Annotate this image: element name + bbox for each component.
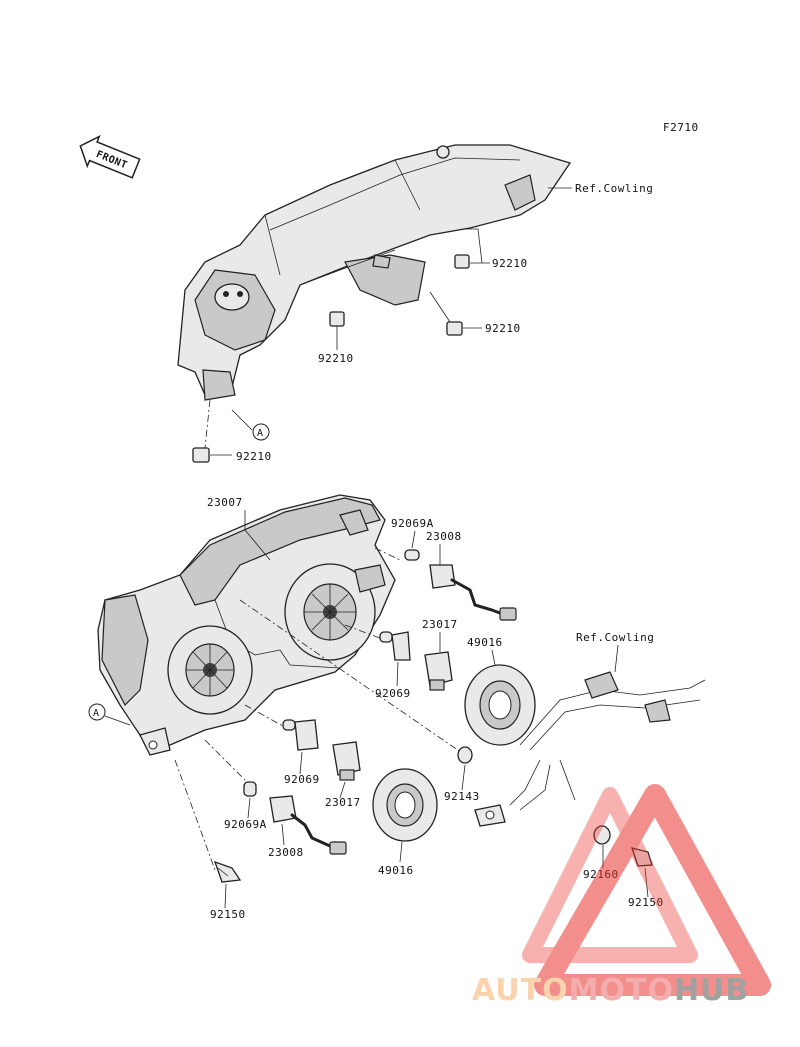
bulb-92069A-a <box>404 549 420 561</box>
label-49016-a: 49016 <box>467 636 503 649</box>
watermark-auto: AUTO <box>472 973 569 1008</box>
callout-a-top: A <box>252 423 270 441</box>
clip-92210-d <box>192 447 210 463</box>
label-92069A-b: 92069A <box>224 818 267 831</box>
label-92069-a: 92069 <box>375 687 411 700</box>
cap-49016-a <box>464 664 536 746</box>
cap-49016-b <box>372 768 438 842</box>
label-23008-a: 23008 <box>426 530 462 543</box>
socket-23008-a <box>429 564 517 621</box>
clip-92210-b <box>446 321 463 336</box>
label-23017-a: 23017 <box>422 618 458 631</box>
label-92069-b: 92069 <box>284 773 320 786</box>
callout-a-bottom: A <box>88 703 106 721</box>
grommet-92160 <box>593 825 611 845</box>
watermark-logo: AUTOMOTOHUB <box>472 784 771 1008</box>
label-92150-a: 92150 <box>210 908 246 921</box>
label-23017-b: 23017 <box>325 796 361 809</box>
label-49016-b: 49016 <box>378 864 414 877</box>
watermark-moto: MOTO <box>569 973 674 1008</box>
socket-23017-a <box>424 651 453 691</box>
headlight-assembly-23007 <box>97 494 396 756</box>
cowling-bracket-right <box>474 671 706 827</box>
label-92210-d: 92210 <box>236 450 272 463</box>
figure-code: F2710 <box>663 121 699 134</box>
bulb-92069-b <box>282 719 319 751</box>
label-92150-b: 92150 <box>628 896 664 909</box>
svg-text:AUTOMOTOHUB: AUTOMOTOHUB <box>472 973 749 1008</box>
svg-text:A: A <box>257 428 264 439</box>
label-92210-c: 92210 <box>318 352 354 365</box>
label-92210-b: 92210 <box>485 322 521 335</box>
label-ref-cowling-bottom: Ref.Cowling <box>576 631 654 644</box>
label-92143: 92143 <box>444 790 480 803</box>
bolt-92150-a <box>213 860 242 883</box>
watermark-hub: HUB <box>674 973 749 1008</box>
bulb-92069A-b <box>243 781 257 797</box>
label-23008-b: 23008 <box>268 846 304 859</box>
upper-cowling-bracket <box>177 144 572 401</box>
socket-23008-b <box>269 795 347 855</box>
label-ref-cowling-top: Ref.Cowling <box>575 182 653 195</box>
label-92069A-a: 92069A <box>391 517 434 530</box>
front-arrow-icon: FRONT <box>79 134 141 179</box>
label-23007: 23007 <box>207 496 243 509</box>
svg-text:A: A <box>93 708 100 719</box>
clip-92210-c <box>329 311 345 327</box>
socket-23017-b <box>332 741 361 781</box>
bulb-92069-a <box>379 631 411 661</box>
clip-92210-a <box>454 254 470 269</box>
label-92210-a: 92210 <box>492 257 528 270</box>
warning-triangle-icon <box>522 784 771 996</box>
grommet-92143 <box>457 746 473 764</box>
bolt-92150-b <box>631 847 653 867</box>
